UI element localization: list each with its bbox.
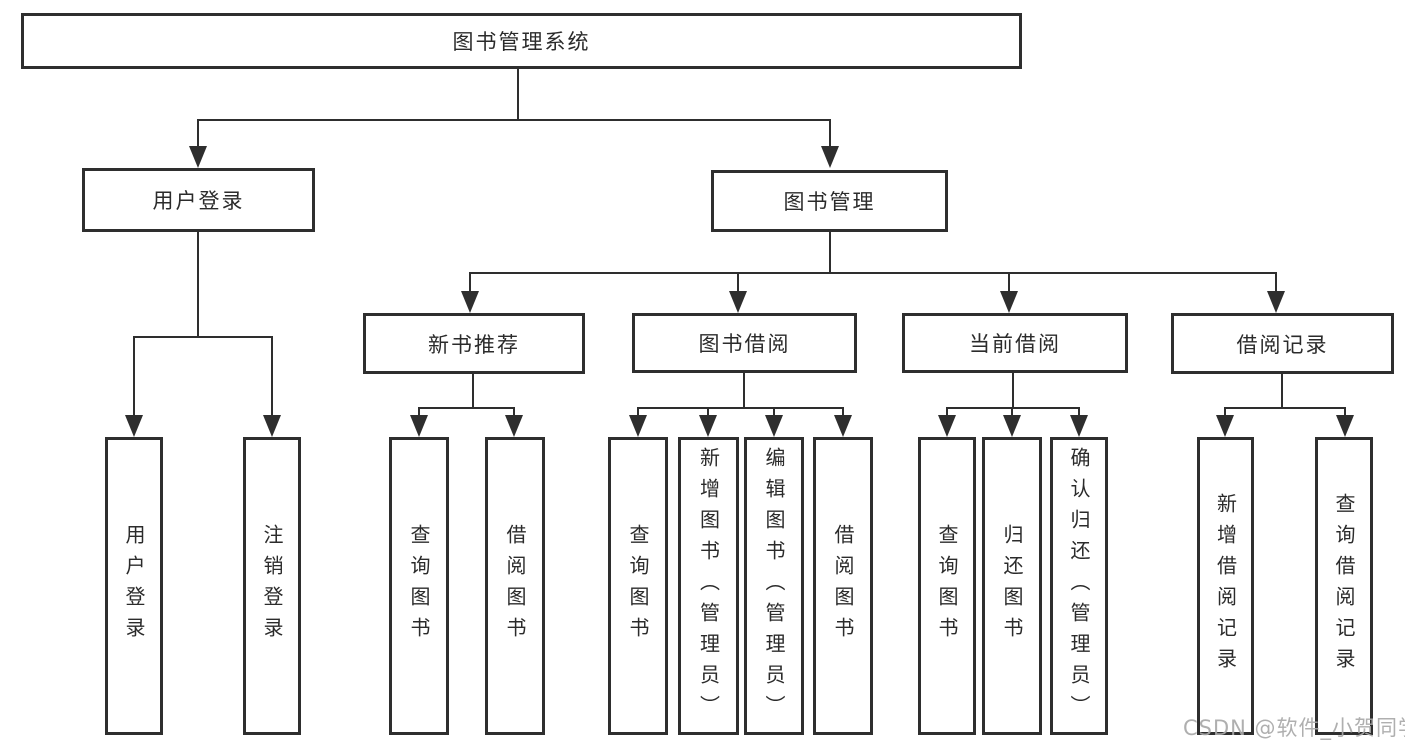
arrow-down-icon — [1336, 415, 1354, 437]
connector-bookmgmt-rail — [469, 272, 1277, 274]
connector-newbook-stem — [472, 374, 474, 409]
arrow-down-icon — [125, 415, 143, 437]
connector-stub — [737, 272, 739, 292]
connector-bookborrow-rail — [637, 407, 844, 409]
arrow-down-icon — [410, 415, 428, 437]
connector-bookmgmt-stem — [829, 232, 831, 273]
connector-stub — [1275, 272, 1277, 292]
connector-currentborrow-stem — [1012, 373, 1014, 409]
node-new-book-recommend: 新书推荐 — [363, 313, 585, 374]
node-root-system: 图书管理系统 — [21, 13, 1022, 69]
leaf-cb-query-books: 查询图书 — [918, 437, 976, 735]
leaf-bb-query-books: 查询图书 — [608, 437, 668, 735]
arrow-down-icon — [263, 415, 281, 437]
connector-stub — [707, 407, 709, 417]
connector-stub — [1008, 272, 1010, 292]
connector-stub — [469, 272, 471, 292]
connector-stub — [773, 407, 775, 417]
connector-stub — [271, 336, 273, 416]
node-book-management: 图书管理 — [711, 170, 948, 232]
connector-stub — [197, 119, 199, 147]
arrow-down-icon — [189, 146, 207, 168]
connector-records-stem — [1281, 374, 1283, 409]
arrow-down-icon — [1216, 415, 1234, 437]
csdn-watermark: CSDN @软件_小贺同学 — [1183, 716, 1405, 740]
arrow-down-icon — [629, 415, 647, 437]
node-borrow-records: 借阅记录 — [1171, 313, 1394, 374]
connector-stub — [1078, 407, 1080, 417]
arrow-down-icon — [461, 291, 479, 313]
arrow-down-icon — [729, 291, 747, 313]
leaf-br-query-record: 查询借阅记录 — [1315, 437, 1373, 735]
connector-currentborrow-rail — [946, 407, 1080, 409]
connector-stub — [829, 119, 831, 147]
leaf-br-add-record: 新增借阅记录 — [1197, 437, 1254, 735]
connector-stub — [1224, 407, 1226, 417]
leaf-bb-edit-books-admin: 编辑图书（管理员） — [744, 437, 804, 735]
leaf-bb-add-books-admin: 新增图书（管理员） — [678, 437, 739, 735]
arrow-down-icon — [1267, 291, 1285, 313]
node-user-login: 用户登录 — [82, 168, 315, 232]
leaf-cb-confirm-return-admin: 确认归还（管理员） — [1050, 437, 1108, 735]
arrow-down-icon — [699, 415, 717, 437]
connector-stub — [513, 407, 515, 417]
arrow-down-icon — [765, 415, 783, 437]
connector-stub — [842, 407, 844, 417]
connector-bookborrow-stem — [743, 373, 745, 409]
arrow-down-icon — [1070, 415, 1088, 437]
arrow-down-icon — [1000, 291, 1018, 313]
leaf-cb-return-books: 归还图书 — [982, 437, 1042, 735]
connector-newbook-rail — [418, 407, 515, 409]
connector-userlogin-stem — [197, 232, 199, 337]
node-current-borrow: 当前借阅 — [902, 313, 1128, 373]
connector-userlogin-rail — [133, 336, 273, 338]
connector-root-rail — [197, 119, 831, 121]
connector-stub — [946, 407, 948, 417]
arrow-down-icon — [834, 415, 852, 437]
connector-stub — [637, 407, 639, 417]
connector-stub — [133, 336, 135, 416]
leaf-user-login-action: 用户登录 — [105, 437, 163, 735]
connector-root-stem — [517, 69, 519, 120]
leaf-bb-borrow-books: 借阅图书 — [813, 437, 873, 735]
arrow-down-icon — [505, 415, 523, 437]
arrow-down-icon — [821, 146, 839, 168]
leaf-nb-query-books: 查询图书 — [389, 437, 449, 735]
leaf-nb-borrow-books: 借阅图书 — [485, 437, 545, 735]
connector-stub — [1344, 407, 1346, 417]
leaf-logout-action: 注销登录 — [243, 437, 301, 735]
connector-records-rail — [1224, 407, 1346, 409]
connector-stub — [1011, 407, 1013, 417]
node-book-borrow: 图书借阅 — [632, 313, 857, 373]
arrow-down-icon — [1003, 415, 1021, 437]
connector-stub — [418, 407, 420, 417]
arrow-down-icon — [938, 415, 956, 437]
